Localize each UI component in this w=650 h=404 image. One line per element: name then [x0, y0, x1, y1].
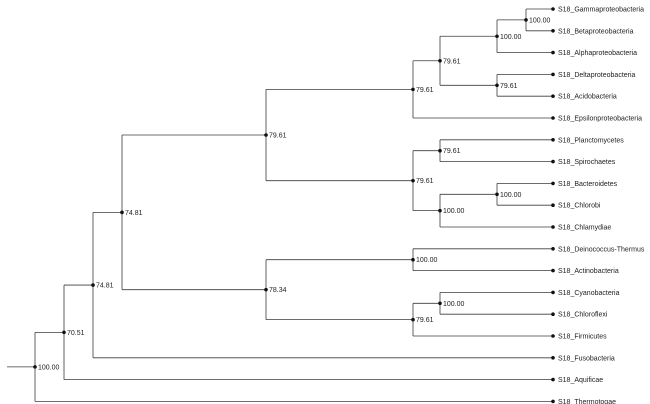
internal-node-dot: [495, 83, 499, 88]
support-value: 70.51: [67, 330, 85, 337]
support-value: 74.81: [96, 283, 114, 290]
internal-node-dot: [120, 210, 124, 215]
support-value: 79.61: [416, 87, 434, 94]
support-value: 100.00: [443, 301, 465, 308]
internal-node-dot: [524, 18, 528, 22]
leaf-node-dot: [551, 377, 555, 382]
support-value: 100.00: [529, 17, 551, 24]
support-value: 100.00: [500, 34, 522, 41]
internal-node-dot: [264, 287, 268, 292]
support-value: 100.00: [500, 192, 522, 199]
internal-node-dot: [438, 148, 442, 153]
leaf-node-dot: [551, 94, 555, 98]
support-value: 74.81: [125, 210, 143, 217]
taxon-label: S18_Aquificae: [558, 377, 603, 384]
leaf-node-dot: [551, 50, 555, 55]
leaf-node-dot: [551, 116, 555, 120]
leaf-node-dot: [551, 159, 555, 164]
taxon-label: S18_Spirochaetes: [558, 159, 616, 166]
leaf-node-dot: [551, 399, 555, 404]
support-value: 79.61: [416, 178, 434, 185]
leaf-node-dot: [551, 268, 555, 273]
leaf-node-dot: [551, 225, 555, 229]
leaf-node-dot: [551, 203, 555, 207]
leaf-node-dot: [551, 334, 555, 338]
taxon-label: S18_Alphaproteobacteria: [558, 50, 637, 57]
support-value: 78.34: [269, 287, 287, 294]
support-value: 79.61: [269, 133, 287, 140]
taxon-label: S18_Chlorobi: [558, 203, 601, 210]
leaf-node-dot: [551, 312, 555, 317]
taxon-label: S18_Actinobacteria: [558, 268, 619, 275]
taxon-label: S18_Firmicutes: [558, 334, 607, 341]
leaf-node-dot: [551, 29, 555, 33]
internal-node-dot: [411, 87, 415, 92]
internal-node-dot: [91, 283, 95, 287]
taxon-label: S18_Chlamydiae: [558, 225, 611, 232]
leaf-node-dot: [551, 7, 555, 11]
internal-node-dot: [411, 317, 415, 322]
leaf-node-dot: [551, 181, 555, 186]
internal-node-dot: [411, 257, 415, 262]
taxon-label: S18_Thermotogae: [558, 399, 616, 404]
support-value: 100.00: [443, 208, 465, 215]
taxon-label: S18_Epsilonproteobacteria: [558, 116, 642, 123]
taxon-label: S18_Cyanobacteria: [558, 290, 620, 297]
leaf-node-dot: [551, 356, 555, 360]
internal-node-dot: [411, 178, 415, 183]
internal-node-dot: [495, 192, 499, 197]
taxon-label: S18_Betaproteobacteria: [558, 28, 634, 35]
support-value: 79.61: [416, 317, 434, 324]
support-value: 79.61: [500, 83, 518, 90]
taxon-label: S18_Acidobacteria: [558, 94, 617, 101]
taxon-label: S18_Chloroflexi: [558, 312, 608, 319]
leaf-node-dot: [551, 247, 555, 251]
taxon-label: S18_Deinococcus-Thermus: [558, 246, 645, 253]
internal-node-dot: [62, 330, 66, 335]
internal-node-dot: [438, 58, 442, 63]
leaf-node-dot: [551, 72, 555, 77]
internal-node-dot: [33, 365, 37, 369]
leaf-node-dot: [551, 138, 555, 142]
taxon-label: S18_Planctomycetes: [558, 137, 624, 144]
taxon-label: S18_Deltaproteobacteria: [558, 72, 636, 79]
leaf-node-dot: [551, 290, 555, 295]
internal-node-dot: [438, 208, 442, 213]
support-value: 79.61: [443, 58, 461, 65]
support-value: 100.00: [416, 257, 438, 264]
taxon-label: S18_Fusobacteria: [558, 355, 615, 362]
internal-node-dot: [495, 34, 499, 39]
support-value: 100.00: [38, 364, 60, 371]
internal-node-dot: [264, 133, 268, 137]
taxon-label: S18_Gammaproteobacteria: [558, 7, 644, 14]
support-value: 79.61: [443, 148, 461, 155]
internal-node-dot: [438, 301, 442, 306]
taxon-label: S18_Bacteroidetes: [558, 181, 618, 188]
